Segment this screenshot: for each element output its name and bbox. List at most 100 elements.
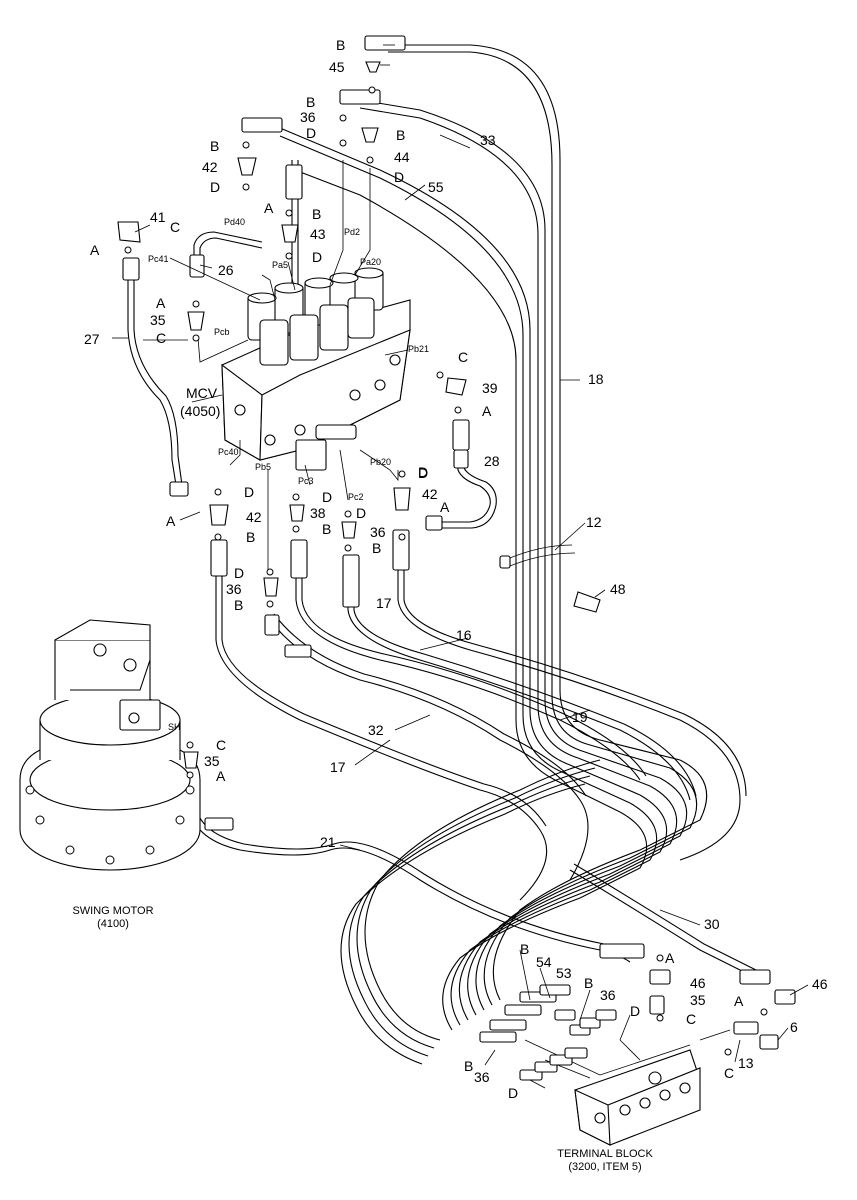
callout-label: 30 [704,916,720,932]
terminal-block-caption: (3200, ITEM 5) [568,1161,641,1173]
callout-label: C [216,737,226,753]
swing-motor-caption: (4100) [97,918,129,930]
swing-motor [19,619,201,871]
callout-label: 17 [330,759,346,775]
callout-label: A [156,295,166,311]
callout-label: B [306,94,315,110]
callout-label: 36 [474,1069,490,1085]
callout-label: 41 [150,209,166,225]
callout-label: 42 [202,159,218,175]
callout-label: 36 [600,987,616,1003]
o-rings-and-fittings [117,61,768,1056]
callout-label: 36 [300,109,316,125]
callout-label: 26 [218,262,234,278]
callout-label: 39 [482,380,498,396]
mcv-valve-block [221,267,411,471]
callout-label: 12 [586,514,602,530]
callout-label: B [312,206,321,222]
swing-motor-caption: SWING MOTOR [72,905,153,917]
hose-bundle-bottom [340,759,708,1065]
port-label: Pc2 [348,492,364,502]
callout-label: 53 [556,965,572,981]
callout-label: 21 [320,834,336,850]
callout-label: 32 [368,722,384,738]
callout-label: D [508,1085,518,1101]
callout-label: B [322,521,331,537]
callout-label: 36 [370,524,386,540]
port-label: Pd2 [344,227,360,237]
component-captions: SWING MOTOR (4100) TERMINAL BLOCK (3200,… [72,905,653,1173]
callout-label: 28 [484,453,500,469]
callout-label: D [630,1003,640,1019]
callout-label: D [322,489,332,505]
callout-label: D [356,505,366,521]
mcv-label: MCV [186,385,218,401]
callout-label: A [264,200,274,216]
callout-label: B [396,127,405,143]
callout-label: D [394,169,404,185]
port-label: Pb20 [370,457,391,467]
callout-label: C [458,349,468,365]
port-label: Pc40 [218,447,239,457]
callout-label: A [90,242,100,258]
callout-label: D [418,465,428,481]
port-label: Pb5 [255,462,271,472]
callout-label: D [234,565,244,581]
callout-label: 16 [456,627,472,643]
port-label: Pd40 [224,217,245,227]
callout-label: 42 [422,486,438,502]
callout-label: C [724,1065,734,1081]
callout-label: 36 [226,581,242,597]
callout-label: 18 [588,371,604,387]
callout-label: C [156,330,166,346]
callout-label: D [210,179,220,195]
port-label: Pc3 [298,476,314,486]
callout-label: 27 [84,331,100,347]
port-label: Pa20 [360,257,381,267]
callout-label: B [246,529,255,545]
callout-label: D [418,464,428,480]
callout-label: 46 [812,976,828,992]
callout-label: 45 [329,59,345,75]
callout-label: 35 [690,992,706,1008]
callout-label: 46 [690,975,706,991]
port-label: Pcb [214,327,230,337]
pilot-port-leaders [169,160,409,570]
callout-label: 43 [310,226,326,242]
callout-label: D [244,484,254,500]
callout-label: D [312,249,322,265]
callout-label: B [372,540,381,556]
callout-label: 44 [394,149,410,165]
callout-label: 54 [536,954,552,970]
callout-label: A [482,403,492,419]
terminal-block-caption: TERMINAL BLOCK [557,1148,653,1160]
callout-label: 6 [790,1019,798,1035]
callout-label: 13 [738,1055,754,1071]
callout-label: 33 [480,132,496,148]
hose-bundle-top [279,44,681,813]
mcv-label: (4050) [180,403,220,419]
callout-label: 38 [310,505,326,521]
callout-label: 35 [150,312,166,328]
callout-label: C [170,219,180,235]
callout-label: A [166,513,176,529]
port-label: SH [168,722,181,732]
callout-label: 35 [204,753,220,769]
callout-label: 55 [428,179,444,195]
callout-labels: B 45 B 36 D B 44 D 33 B 42 D 55 A B 43 P… [84,37,828,1101]
callout-label: A [665,950,675,966]
callout-label: B [464,1058,473,1074]
callout-label: 42 [246,509,262,525]
callout-label: B [584,975,593,991]
callout-label: B [520,941,529,957]
callout-label: D [306,125,316,141]
callout-leader-lines [112,44,809,1089]
callout-label: C [686,1011,696,1027]
callout-label: A [216,768,226,784]
callout-label: 19 [572,709,588,725]
port-label: Pb21 [408,344,429,354]
terminal-block [524,1029,731,1146]
callout-label: B [234,597,243,613]
callout-label: 17 [376,595,392,611]
